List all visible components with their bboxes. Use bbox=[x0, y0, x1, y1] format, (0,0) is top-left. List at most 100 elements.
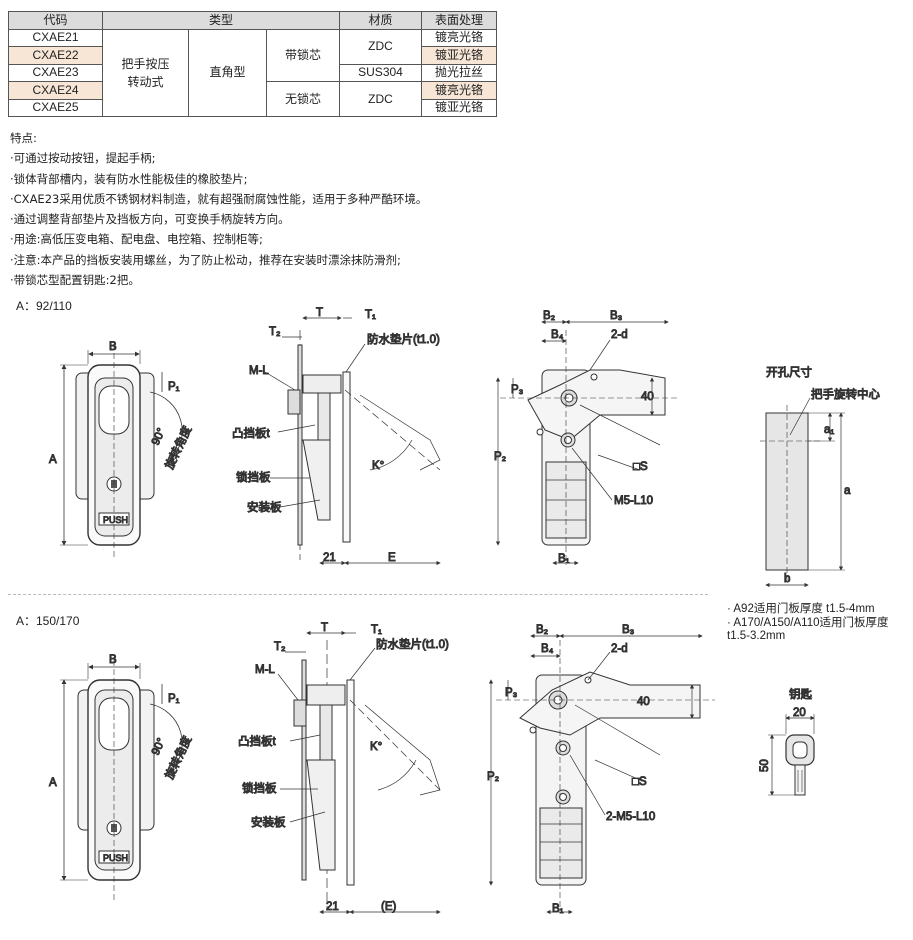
callout-cam: 凸挡板t bbox=[238, 734, 276, 748]
dim-20: 20 bbox=[793, 707, 806, 719]
side-note: · A92适用门板厚度 t1.5-4mm bbox=[727, 603, 875, 615]
lock-cell: 无锁芯 bbox=[266, 81, 340, 117]
dim-2d: 2-d bbox=[611, 329, 628, 341]
dim-p1: P₁ bbox=[168, 381, 180, 393]
dim-2d: 2-d bbox=[611, 643, 628, 655]
dim-t2: T₂ bbox=[274, 641, 286, 653]
cutout-title: 开孔尺寸 bbox=[766, 365, 812, 379]
dim-t1: T₁ bbox=[371, 624, 382, 636]
dim-40: 40 bbox=[637, 696, 650, 708]
finish-cell: 镀亮光铬 bbox=[421, 81, 497, 100]
dim-p3: P₃ bbox=[505, 687, 518, 699]
dim-s: □S bbox=[632, 776, 647, 788]
rotation-text: 旋转角度 bbox=[162, 423, 194, 471]
finish-cell: 镀亚光铬 bbox=[421, 46, 497, 65]
dim-a: A bbox=[49, 777, 57, 789]
code-cell: CXAE24 bbox=[8, 81, 103, 100]
dim-e: E bbox=[388, 552, 396, 564]
dim-p3: P₃ bbox=[511, 384, 524, 396]
note-line: ·可通过按动按钮，提起手柄; bbox=[10, 151, 156, 166]
note-line: 特点: bbox=[10, 131, 37, 145]
finish-cell: 镀亮光铬 bbox=[421, 28, 497, 47]
callout-lockplate: 锁挡板 bbox=[236, 470, 271, 484]
dim-b-cutout: b bbox=[784, 573, 790, 585]
cutout-diagram bbox=[760, 397, 845, 588]
dim-21: 21 bbox=[323, 552, 336, 564]
dim-a-cutout: a bbox=[844, 485, 851, 497]
dim-a1: a₁ bbox=[824, 424, 834, 436]
header-code: 代码 bbox=[8, 11, 103, 30]
dim-40: 40 bbox=[641, 391, 654, 403]
dim-b2: B₂ bbox=[536, 624, 548, 636]
dim-p2: P₂ bbox=[494, 451, 506, 463]
dim-b4: B₄ bbox=[551, 329, 564, 341]
dim-b1: B₁ bbox=[558, 553, 570, 565]
header-material: 材质 bbox=[339, 11, 422, 30]
lock-cell: 带锁芯 bbox=[266, 28, 340, 82]
note-line: ·带锁芯型配置钥匙:2把。 bbox=[10, 273, 140, 288]
dim-b: B bbox=[109, 341, 117, 353]
feature-notes: 特点: ·可通过按动按钮，提起手柄; ·锁体背部槽内，装有防水性能极佳的橡胶垫片… bbox=[10, 128, 427, 290]
callout-cam: 凸挡板t bbox=[232, 426, 270, 440]
note-line: ·CXAE23采用优质不锈钢材料制造，就有超强耐腐蚀性能，适用于多种严酷环境。 bbox=[10, 191, 428, 206]
dim-t1: T₁ bbox=[365, 309, 376, 321]
note-line: ·锁体背部槽内，装有防水性能极佳的橡胶垫片; bbox=[10, 171, 248, 186]
back-view-large bbox=[488, 633, 715, 915]
dim-s: □S bbox=[633, 461, 648, 473]
dim-k: K° bbox=[370, 741, 382, 753]
push-label: PUSH bbox=[103, 853, 128, 863]
note-line: ·用途:高低压变电箱、配电盘、电控箱、控制柜等; bbox=[10, 232, 263, 247]
finish-cell: 镀亚光铬 bbox=[421, 98, 497, 117]
header-type: 类型 bbox=[102, 11, 340, 30]
section-label-small: A：92/110 bbox=[16, 299, 72, 313]
dim-t: T bbox=[316, 307, 323, 319]
side-view-large bbox=[277, 630, 441, 915]
section-label-large: A：150/170 bbox=[16, 614, 80, 628]
callout-mountplate: 安装板 bbox=[251, 815, 286, 829]
dim-b4: B₄ bbox=[541, 643, 554, 655]
dim-m5: M5-L10 bbox=[614, 495, 653, 507]
push-label: PUSH bbox=[103, 515, 128, 525]
dim-a: A bbox=[49, 454, 57, 466]
back-view-small bbox=[495, 319, 680, 566]
dim-21: 21 bbox=[326, 901, 339, 913]
code-cell: CXAE25 bbox=[8, 98, 103, 117]
dim-b3: B₃ bbox=[610, 310, 623, 322]
front-view-small bbox=[60, 344, 183, 560]
callout-lockplate: 锁挡板 bbox=[242, 781, 277, 795]
dim-50: 50 bbox=[759, 759, 771, 772]
section-divider bbox=[8, 594, 708, 595]
spec-table: 代码 类型 材质 表面处理 CXAE21 把手按压 转动式 直角型 带锁芯 ZD… bbox=[8, 11, 497, 117]
dim-b2: B₂ bbox=[543, 310, 555, 322]
dim-t2: T₂ bbox=[269, 326, 281, 338]
dim-p2: P₂ bbox=[487, 771, 499, 783]
side-note: · A170/A150/A110适用门板厚度 t1.5-3.2mm bbox=[727, 616, 889, 643]
dim-2m5: 2-M5-L10 bbox=[606, 811, 655, 823]
dim-b3: B₃ bbox=[622, 624, 635, 636]
dim-ml: M-L bbox=[249, 365, 269, 377]
dim-e-paren: (E) bbox=[381, 901, 397, 913]
callout-mountplate: 安装板 bbox=[247, 500, 282, 514]
callout-gasket: 防水垫片(t1.0) bbox=[376, 637, 449, 651]
dim-b1: B₁ bbox=[552, 903, 564, 915]
code-cell: CXAE22 bbox=[8, 46, 103, 65]
dim-k: K° bbox=[372, 460, 384, 472]
type-cell: 直角型 bbox=[188, 28, 267, 117]
key-diagram bbox=[768, 714, 815, 796]
callout-gasket: 防水垫片(t1.0) bbox=[367, 332, 440, 346]
side-notes: · A92适用门板厚度 t1.5-4mm · A170/A150/A110适用门… bbox=[727, 603, 907, 644]
dim-p1: P₁ bbox=[168, 693, 180, 705]
dim-t: T bbox=[321, 622, 328, 634]
material-cell: SUS304 bbox=[339, 63, 422, 82]
material-cell: ZDC bbox=[339, 81, 422, 117]
key-title: 钥匙 bbox=[789, 687, 812, 701]
note-line: ·注意:本产品的挡板安装用螺丝，为了防止松动，推荐在安装时漂涂抹防滑剂; bbox=[10, 252, 401, 267]
dim-ml: M-L bbox=[255, 664, 275, 676]
note-line: ·通过调整背部垫片及挡板方向，可变换手柄旋转方向。 bbox=[10, 212, 290, 227]
material-cell: ZDC bbox=[339, 28, 422, 65]
callout-center: 把手旋转中心 bbox=[811, 387, 880, 401]
dim-b: B bbox=[109, 654, 117, 666]
rotation-text: 旋转角度 bbox=[162, 733, 194, 781]
side-view-small bbox=[264, 315, 441, 566]
